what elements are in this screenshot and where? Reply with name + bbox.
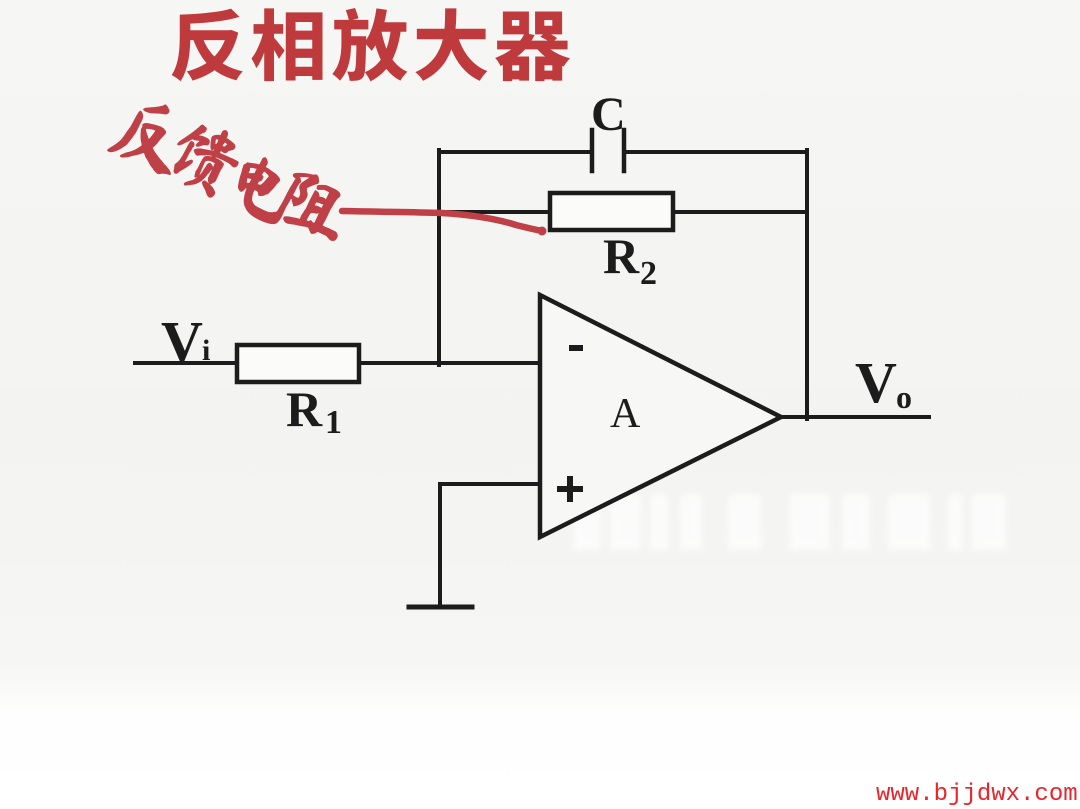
svg-text:C: C xyxy=(591,88,626,141)
svg-text:www.bjjdwx.com: www.bjjdwx.com xyxy=(876,781,1078,808)
svg-text:o: o xyxy=(896,379,912,415)
svg-text:V: V xyxy=(855,350,897,415)
svg-text:A: A xyxy=(610,391,641,437)
svg-text:1: 1 xyxy=(325,404,342,441)
svg-text:R: R xyxy=(286,381,323,437)
svg-text:V: V xyxy=(161,309,203,374)
svg-text:R: R xyxy=(603,228,640,284)
svg-text:i: i xyxy=(202,334,210,367)
svg-text:2: 2 xyxy=(640,255,657,292)
